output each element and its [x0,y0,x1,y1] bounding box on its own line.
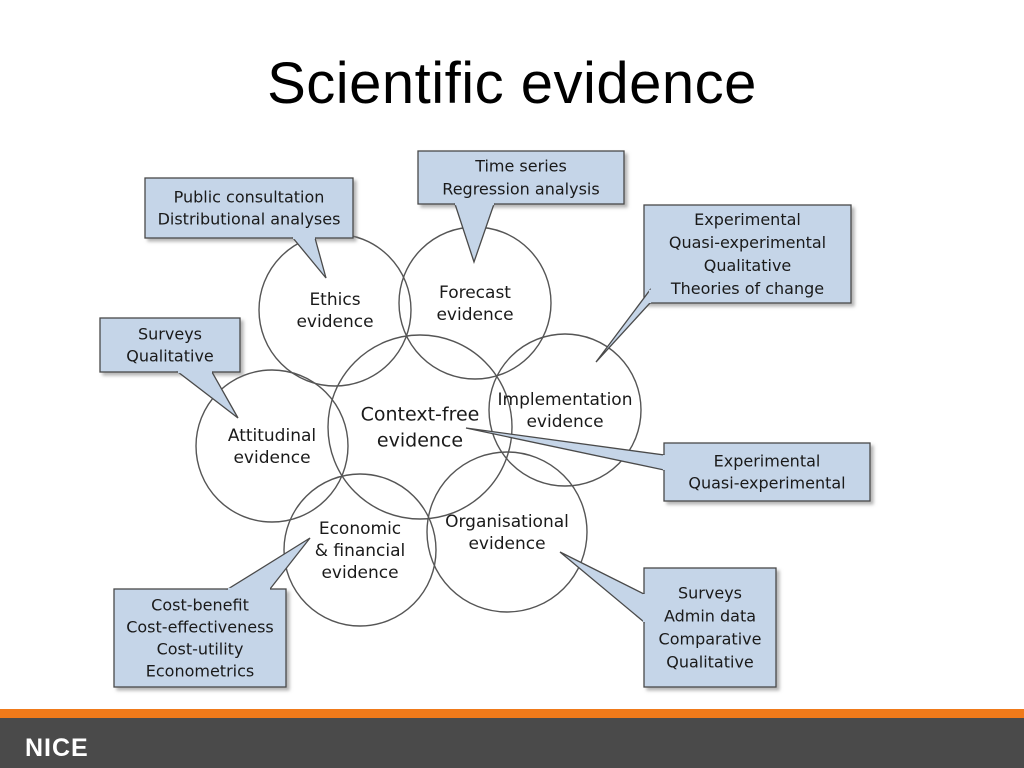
economic-callout-line: Econometrics [146,662,254,681]
economic-callout-pointer [225,537,311,590]
economic-circle-label-line: evidence [321,563,398,583]
ethics-callout-line: Distributional analyses [158,210,341,229]
implementation-callout-line: Qualitative [704,256,792,275]
organisational-callout-pointer [559,551,645,624]
implementation-callout-box [643,204,852,304]
ethics-callout-line: Public consultation [174,188,325,207]
economic-callout-line: Cost-utility [157,640,244,659]
forecast-callout-pointer [454,203,495,265]
economic-circle-label-line: Economic [319,519,401,539]
attitudinal-callout-pointer [176,371,239,419]
forecast-circle-label-line: Forecast [439,283,511,303]
implementation-callout-pointer [595,288,651,363]
implementation-circle-label-line: evidence [526,412,603,432]
context-free-callout-pointer [465,427,665,471]
organisational-callout-line: Admin data [664,607,756,626]
attitudinal-circle [195,369,349,523]
organisational-callout-line: Qualitative [666,653,754,672]
attitudinal-circle-label-line: evidence [233,448,310,468]
attitudinal-callout-line: Qualitative [126,347,214,366]
footer-bar: NICE [0,709,1024,768]
organisational-callout-box [643,567,777,688]
implementation-callout-line: Experimental [694,210,801,229]
organisational-callout-line: Comparative [659,630,762,649]
ethics-circle-label-line: evidence [296,312,373,332]
implementation-circle [488,333,642,487]
ethics-callout-box [144,177,354,239]
forecast-callout-line: Time series [474,157,567,176]
organisational-circle-label-line: evidence [468,534,545,554]
context-free-circle-label-line: Context-free [361,404,480,426]
ethics-circle-label-line: Ethics [309,290,360,310]
context-free-circle-label: Context-free evidence [361,404,480,452]
context-free-callout-box [663,442,871,502]
forecast-callout-box [417,150,625,205]
forecast-callout-line: Regression analysis [442,180,599,199]
attitudinal-callout-box [99,317,241,373]
context-free-callout-line: Experimental [714,452,821,471]
organisational-callout-line: Surveys [678,584,742,603]
forecast-circle-label-line: evidence [436,305,513,325]
attitudinal-callout-line: Surveys [138,325,202,344]
nice-logo: NICE [25,734,89,762]
implementation-callout-line: Theories of change [670,279,824,298]
economic-callout-box [113,588,287,688]
economic-circle [283,473,437,627]
organisational-circle [426,451,588,613]
ethics-circle [258,233,412,387]
economic-callout-line: Cost-benefit [151,596,249,615]
attitudinal-circle-label-line: Attitudinal [228,426,316,446]
organisational-circle-label-line: Organisational [445,512,569,532]
implementation-circle-label-line: Implementation [498,390,633,410]
implementation-callout-line: Quasi-experimental [669,233,826,252]
ethics-callout-pointer [291,237,327,279]
context-free-circle [327,334,513,520]
economic-circle-label-line: & financial [315,541,406,561]
economic-callout-line: Cost-effectiveness [126,618,274,637]
context-free-circle-label-line: evidence [377,430,463,452]
context-free-callout-line: Quasi-experimental [688,474,845,493]
slide-title: Scientific evidence [267,51,757,116]
